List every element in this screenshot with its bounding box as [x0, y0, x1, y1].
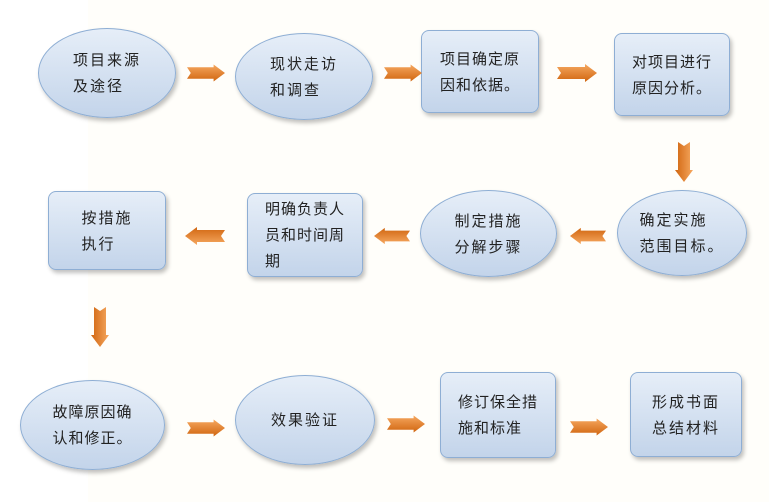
node-execute: 按措施 执行 [48, 191, 166, 270]
node-label: 修订保全措 施和标准 [457, 393, 538, 437]
arrow-right-icon [384, 64, 422, 82]
node-written-summary: 形成书面 总结材料 [630, 372, 742, 457]
node-label: 效果验证 [270, 411, 339, 429]
node-label: 故障原因确 认和修正。 [52, 403, 133, 447]
node-site-survey: 现状走访 和调查 [235, 33, 373, 120]
node-fault-confirm: 故障原因确 认和修正。 [20, 380, 165, 470]
node-label: 项目确定原 因和依据。 [439, 49, 520, 94]
arrow-right-icon [187, 64, 225, 82]
arrow-left-icon [185, 227, 225, 245]
arrow-down-icon [91, 305, 109, 349]
node-cause-analysis: 对项目进行 原因分析。 [614, 33, 730, 116]
arrow-right-icon [570, 418, 608, 436]
node-label: 明确负责人 员和时间周 期 [264, 200, 345, 270]
arrow-left-icon [374, 227, 410, 245]
node-plan-steps: 制定措施 分解步骤 [420, 190, 557, 277]
node-scope-target: 确定实施 范围目标。 [617, 190, 747, 276]
node-project-source: 项目来源 及途径 [38, 28, 176, 118]
arrow-left-icon [570, 227, 606, 245]
node-label: 形成书面 总结材料 [651, 392, 720, 437]
node-revise-standard: 修订保全措 施和标准 [440, 372, 556, 458]
node-label: 制定措施 分解步骤 [454, 211, 523, 256]
arrow-down-icon [675, 142, 693, 182]
arrow-right-icon [187, 419, 225, 437]
node-label: 确定实施 范围目标。 [639, 211, 725, 255]
arrow-right-icon [557, 64, 597, 82]
node-determine-reason: 项目确定原 因和依据。 [421, 30, 539, 113]
node-verify-effect: 效果验证 [235, 375, 375, 465]
node-label: 对项目进行 原因分析。 [631, 52, 712, 97]
arrow-right-icon [387, 415, 425, 433]
node-label: 按措施 执行 [81, 208, 133, 253]
node-label: 现状走访 和调查 [269, 54, 338, 99]
node-responsibility: 明确负责人 员和时间周 期 [247, 193, 363, 277]
node-label: 项目来源 及途径 [72, 51, 141, 95]
